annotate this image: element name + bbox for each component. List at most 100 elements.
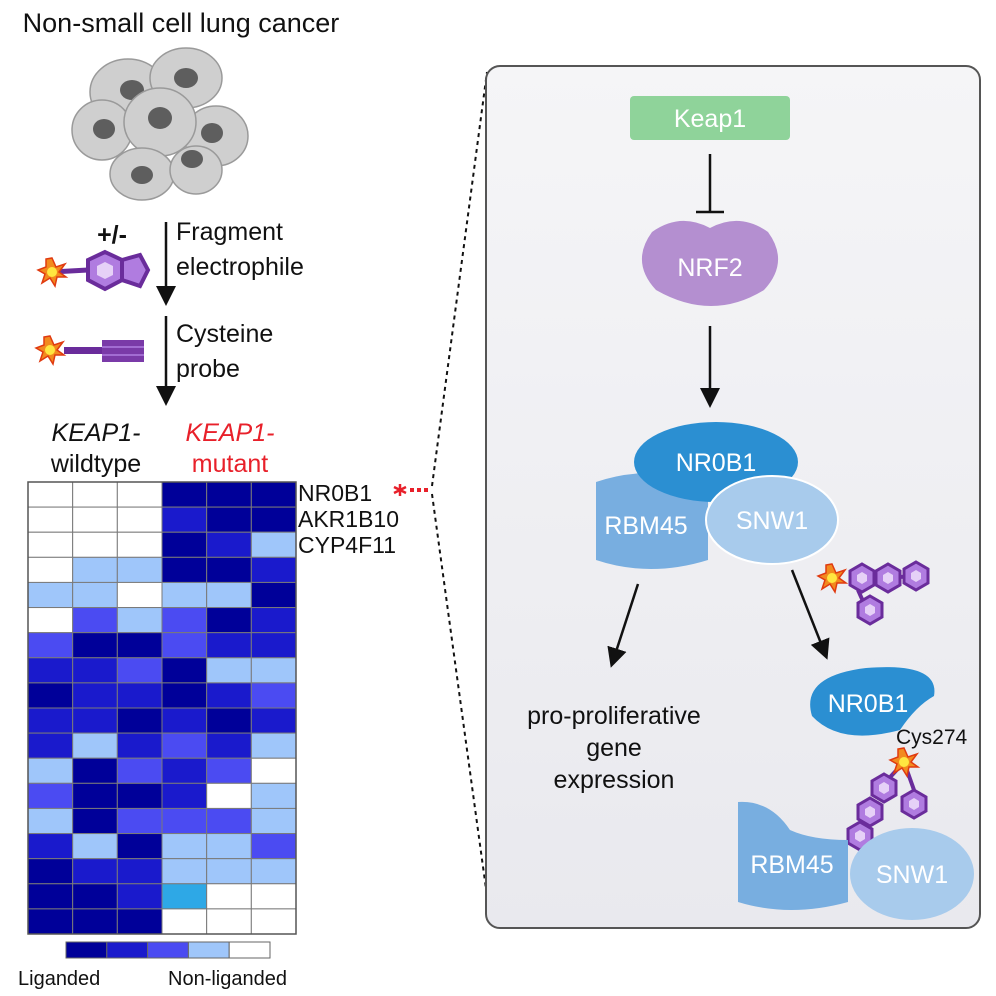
- snw1-free-label: SNW1: [876, 861, 948, 889]
- cancer-cell-cluster: [71, 47, 249, 201]
- outcome-line3: expression: [554, 766, 675, 794]
- heatmap-cell: [250, 908, 297, 935]
- nrf2-node: NRF2: [641, 220, 779, 306]
- heatmap-cell: [250, 782, 297, 809]
- step1-label-line2: electrophile: [176, 253, 304, 281]
- heatmap-cell: [161, 782, 208, 809]
- heatmap-cell: [72, 883, 118, 910]
- heatmap-cell: [72, 506, 118, 533]
- heatmap-cell: [161, 506, 208, 533]
- heatmap-cell: [250, 506, 297, 533]
- heatmap-cell: [206, 908, 252, 935]
- heatmap-cell: [27, 607, 74, 634]
- snw1-free-node: SNW1: [850, 828, 974, 920]
- cell: [123, 87, 197, 157]
- heatmap-cell: [161, 858, 208, 885]
- heatmap-cell: [250, 883, 297, 910]
- heatmap-cell: [27, 908, 74, 935]
- heatmap-cell: [161, 757, 208, 784]
- keap1-inhibits-nrf2: [696, 154, 724, 214]
- heatmap-cell: [116, 506, 163, 533]
- heatmap-cell: [116, 858, 163, 885]
- heatmap-cell: [206, 732, 252, 759]
- heatmap-cell: [161, 732, 208, 759]
- wildtype-label-line2: wildtype: [50, 450, 141, 478]
- row-label-cyp4f11: CYP4F11: [298, 532, 396, 558]
- heatmap-cell: [27, 556, 74, 583]
- heatmap-cell: [161, 556, 208, 583]
- step2-label-line1: Cysteine: [176, 320, 273, 348]
- heatmap-cell: [161, 682, 208, 709]
- ligand-molecule: [817, 560, 930, 626]
- heatmap-cell: [206, 531, 252, 558]
- complex-to-inhibited-arrow: [790, 569, 830, 660]
- heatmap-cell: [72, 607, 118, 634]
- heatmap-cell: [27, 632, 74, 659]
- heatmap-cell: [206, 506, 252, 533]
- heatmap-cell: [206, 481, 252, 508]
- heatmap-cell: [250, 481, 297, 508]
- heatmap-cell: [250, 581, 297, 609]
- heatmap-cell: [27, 581, 74, 609]
- row-label-akr1b10: AKR1B10: [298, 506, 399, 532]
- heatmap-cell: [161, 531, 208, 558]
- heatmap-cell: [72, 531, 118, 558]
- heatmap-cell: [72, 581, 118, 609]
- heatmap-cell: [116, 581, 163, 609]
- heatmap-cell: [250, 607, 297, 634]
- heatmap-cell: [206, 858, 252, 885]
- nr0b1-bound-node: NR0B1: [810, 667, 935, 736]
- heatmap-cell: [27, 707, 74, 734]
- heatmap-cell: [206, 782, 252, 809]
- heatmap-cell: [72, 556, 118, 583]
- heatmap-cell: [116, 707, 163, 734]
- legend-swatch: [106, 941, 149, 959]
- cell: [169, 145, 223, 195]
- nr0b1-label: NR0B1: [676, 449, 757, 477]
- heatmap-cell: [206, 707, 252, 734]
- row-label-nr0b1: NR0B1: [298, 480, 372, 506]
- heatmap-cell: [161, 807, 208, 835]
- legend-swatch: [147, 941, 189, 959]
- zoom-line-bottom: [431, 493, 488, 897]
- step2-label-line2: probe: [176, 355, 240, 383]
- heatmap-cell: [161, 707, 208, 734]
- heatmap-cell: [250, 556, 297, 583]
- heatmap-cell: [72, 682, 118, 709]
- nrf2-label: NRF2: [677, 254, 742, 282]
- heatmap-cell: [161, 632, 208, 659]
- heatmap: [27, 481, 297, 935]
- heatmap-cell: [250, 732, 297, 759]
- legend-swatch: [187, 941, 230, 959]
- heatmap-cell: [206, 833, 252, 860]
- heatmap-cell: [27, 883, 74, 910]
- heatmap-cell: [116, 807, 163, 835]
- heatmap-legend-bar: [65, 941, 271, 959]
- heatmap-cell: [250, 707, 297, 734]
- rbm45-free-node: RBM45: [738, 801, 848, 910]
- heatmap-cell: [27, 732, 74, 759]
- cell: [109, 147, 175, 201]
- heatmap-cell: [250, 531, 297, 558]
- heatmap-cell: [72, 833, 118, 860]
- heatmap-cell: [206, 556, 252, 583]
- heatmap-cell: [250, 682, 297, 709]
- heatmap-border: [27, 481, 297, 935]
- complex-to-outcome-arrow: [607, 583, 640, 668]
- outcome-line2: gene: [586, 734, 642, 762]
- heatmap-cell: [161, 883, 208, 910]
- heatmap-cell: [250, 807, 297, 835]
- heatmap-cell: [72, 481, 118, 508]
- cysteine-probe-icon: [35, 335, 144, 365]
- mutant-label-line1: KEAP1-: [186, 419, 275, 447]
- figure-title: Non-small cell lung cancer: [23, 8, 340, 38]
- heatmap-cell: [72, 657, 118, 684]
- heatmap-cell: [27, 757, 74, 784]
- heatmap-cell: [206, 581, 252, 609]
- heatmap-cell: [72, 782, 118, 809]
- plus-minus-label: +/-: [97, 221, 127, 249]
- heatmap-cell: [116, 531, 163, 558]
- legend-swatch: [65, 941, 108, 959]
- heatmap-cell: [116, 632, 163, 659]
